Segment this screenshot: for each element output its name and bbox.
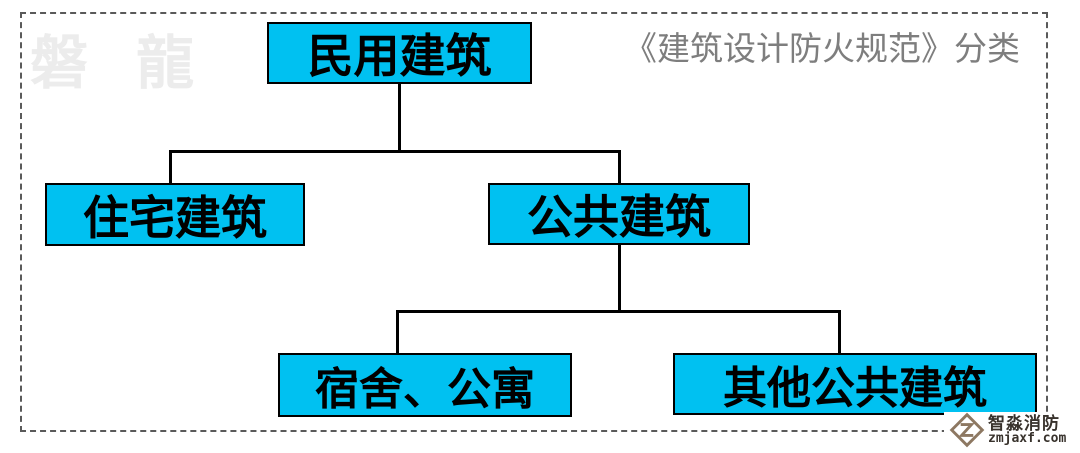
vendor-domain: zmjaxf.com	[988, 431, 1067, 446]
connector-root-down	[398, 84, 401, 153]
connector-level1-horizontal	[169, 150, 621, 153]
vendor-logo: 智淼消防 zmjaxf.com	[944, 412, 1067, 448]
watermark-text: 磐 龍	[30, 31, 211, 96]
node-other-public-building: 其他公共建筑	[673, 353, 1037, 415]
connector-public-down	[618, 245, 621, 313]
connector-to-dormitory	[396, 312, 399, 353]
connector-level2-horizontal	[396, 310, 841, 313]
node-civil-building: 民用建筑	[267, 22, 532, 84]
node-public-building: 公共建筑	[488, 183, 750, 245]
connector-to-other-public	[838, 312, 841, 353]
connector-to-public	[618, 152, 621, 183]
vendor-name: 智淼消防	[988, 414, 1060, 433]
diagram-title: 《建筑设计防火规范》分类	[624, 30, 1020, 67]
node-dormitory-apartment: 宿舍、公寓	[278, 353, 572, 417]
diamond-z-icon	[949, 412, 985, 448]
dashed-border-frame	[20, 12, 1048, 432]
connector-to-residential	[169, 152, 172, 183]
node-residential-building: 住宅建筑	[45, 183, 305, 246]
